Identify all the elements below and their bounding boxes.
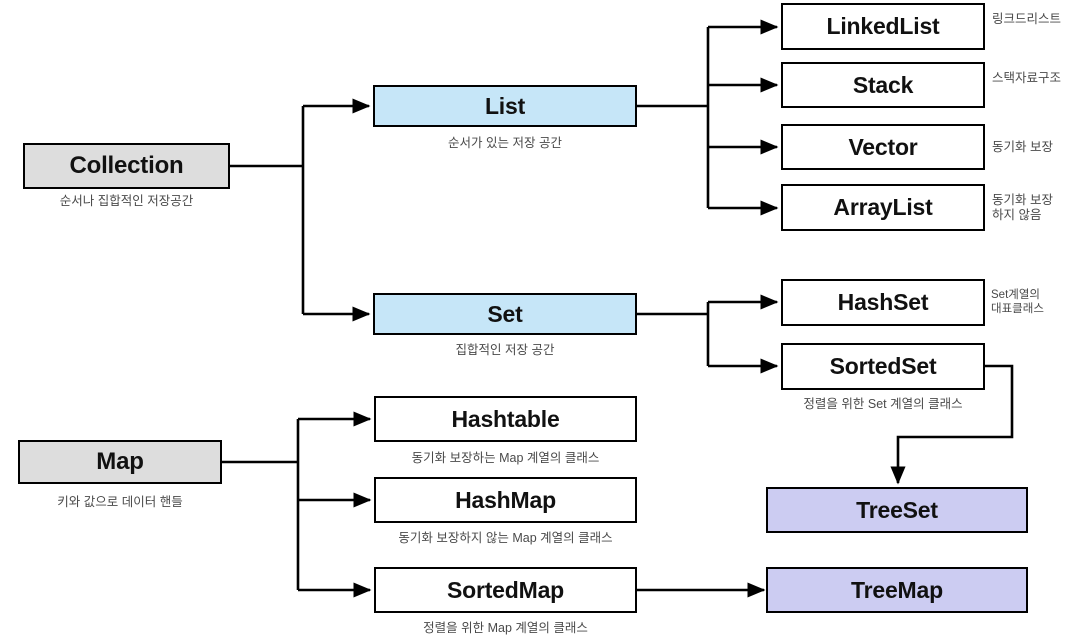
caption-sortedset: 정렬을 위한 Set 계열의 클래스 xyxy=(803,397,963,411)
node-arraylist[interactable]: ArrayList xyxy=(781,184,985,231)
caption-hashset: Set계열의 대표클래스 xyxy=(991,289,1044,315)
caption-vector: 동기화 보장 xyxy=(992,140,1053,154)
node-stack[interactable]: Stack xyxy=(781,62,985,108)
caption-list: 순서가 있는 저장 공간 xyxy=(448,136,562,150)
caption-stack: 스택자료구조 xyxy=(992,71,1062,85)
caption-set: 집합적인 저장 공간 xyxy=(455,343,555,357)
node-collection[interactable]: Collection xyxy=(23,143,230,189)
caption-collection: 순서나 집합적인 저장공간 xyxy=(59,194,194,208)
node-vector[interactable]: Vector xyxy=(781,124,985,170)
node-list[interactable]: List xyxy=(373,85,637,127)
node-map[interactable]: Map xyxy=(18,440,222,484)
caption-map: 키와 값으로 데이터 핸들 xyxy=(57,495,183,509)
caption-sortedmap: 정렬을 위한 Map 계열의 클래스 xyxy=(423,621,588,635)
caption-hashtable: 동기화 보장하는 Map 계열의 클래스 xyxy=(411,451,600,465)
caption-arraylist: 동기화 보장 하지 않음 xyxy=(992,193,1053,222)
node-set[interactable]: Set xyxy=(373,293,637,335)
node-hashtable[interactable]: Hashtable xyxy=(374,396,637,442)
caption-linkedlist: 링크드리스트 xyxy=(992,12,1062,26)
node-hashset[interactable]: HashSet xyxy=(781,279,985,326)
node-linkedlist[interactable]: LinkedList xyxy=(781,3,985,50)
node-sortedset[interactable]: SortedSet xyxy=(781,343,985,390)
node-treemap[interactable]: TreeMap xyxy=(766,567,1028,613)
caption-hashmap: 동기화 보장하지 않는 Map 계열의 클래스 xyxy=(398,531,613,545)
node-sortedmap[interactable]: SortedMap xyxy=(374,567,637,613)
node-treeset[interactable]: TreeSet xyxy=(766,487,1028,533)
node-hashmap[interactable]: HashMap xyxy=(374,477,637,523)
